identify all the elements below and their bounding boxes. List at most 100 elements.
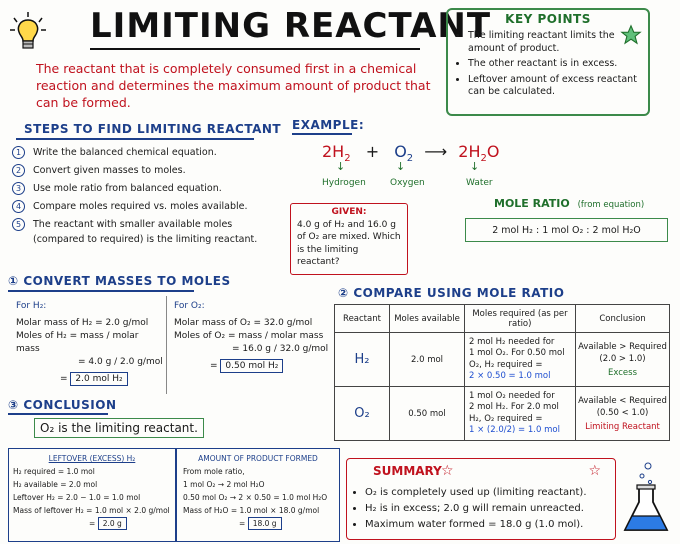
- o2-line: Moles of O₂ = mass / molar mass: [174, 331, 324, 341]
- table-header: Conclusion: [575, 304, 670, 333]
- label-water: Water: [466, 178, 493, 188]
- step-text: The reactant with smaller available mole…: [33, 219, 258, 245]
- leftover-result-row: = 2.0 g: [13, 517, 175, 530]
- convert-divider: [166, 296, 167, 394]
- step-text: Use mole ratio from balanced equation.: [33, 183, 222, 194]
- summary-box: SUMMARY ☆ ☆ O₂ is completely used up (li…: [346, 458, 616, 540]
- o2-label: For O₂:: [174, 301, 205, 311]
- product-line: From mole ratio,: [183, 467, 245, 476]
- mole-ratio-box: 2 mol H₂ : 1 mol O₂ : 2 mol H₂O: [465, 218, 668, 242]
- h2-result: 2.0 mol H₂: [70, 372, 128, 386]
- conclusion-title: ③ CONCLUSION: [8, 398, 117, 412]
- h2-line: Molar mass of H₂ = 2.0 g/mol: [16, 318, 149, 328]
- key-points-box: KEY POINTS The limiting reactant limits …: [446, 8, 650, 116]
- star-icon: ☆: [588, 463, 601, 479]
- key-point: The other reactant is in excess.: [468, 58, 648, 71]
- reaction-arrow: ⟶: [424, 142, 448, 161]
- h2-line: Moles of H₂ = mass / molar mass: [16, 331, 139, 354]
- o2-result: 0.50 mol H₂: [220, 359, 284, 373]
- o2-line: = 16.0 g / 32.0 g/mol: [232, 344, 329, 354]
- product-title: AMOUNT OF PRODUCT FORMED: [198, 454, 318, 463]
- summary-item: H₂ is in excess; 2.0 g will remain unrea…: [365, 501, 620, 517]
- product-line: 1 mol O₂ → 2 mol H₂O: [183, 480, 265, 489]
- step-number: 4: [12, 200, 25, 213]
- convert-title: ① CONVERT MASSES TO MOLES: [8, 274, 231, 288]
- star-icon: [620, 24, 642, 45]
- down-arrow-icon: ↓: [470, 160, 480, 173]
- table-header-row: Reactant Moles available Moles required …: [334, 304, 670, 333]
- summary-item: O₂ is completely used up (limiting react…: [365, 485, 620, 501]
- product-line: 0.50 mol O₂ → 2 × 0.50 = 1.0 mol H₂O: [183, 493, 328, 502]
- down-arrow-icon: ↓: [396, 160, 406, 173]
- conclusion-underline: [8, 413, 108, 415]
- step-item: 5 The reactant with smaller available mol…: [12, 217, 277, 247]
- label-hydrogen: Hydrogen: [322, 178, 366, 188]
- step-text: Compare moles required vs. moles availab…: [33, 201, 248, 212]
- compare-title: ② COMPARE USING MOLE RATIO: [338, 286, 565, 300]
- h2-label: For H₂:: [16, 301, 47, 311]
- h2-line: = 4.0 g / 2.0 g/mol: [78, 357, 163, 367]
- summary-title: SUMMARY: [373, 464, 442, 478]
- star-icon: ☆: [441, 463, 454, 479]
- cell-reactant: H₂: [334, 332, 390, 387]
- plus-sign: +: [365, 142, 380, 161]
- example-title: EXAMPLE:: [292, 118, 365, 132]
- cell-reactant: O₂: [334, 386, 390, 441]
- summary-item: Maximum water formed = 18.0 g (1.0 mol).: [365, 517, 620, 533]
- given-title: GIVEN:: [331, 207, 367, 217]
- leftover-line: H₂ available = 2.0 mol: [13, 480, 98, 489]
- o2-line: Molar mass of O₂ = 32.0 g/mol: [174, 318, 313, 328]
- key-points-title: KEY POINTS: [505, 12, 591, 26]
- cell-available: 0.50 mol: [389, 386, 465, 441]
- product-result: 18.0 g: [247, 517, 282, 530]
- step-text: Write the balanced chemical equation.: [33, 147, 217, 158]
- step-number: 2: [12, 164, 25, 177]
- product-box: AMOUNT OF PRODUCT FORMED From mole ratio…: [176, 448, 340, 542]
- step-item: 4 Compare moles required vs. moles availa…: [12, 199, 277, 214]
- convert-o2-panel: For O₂: Molar mass of O₂ = 32.0 g/mol Mo…: [174, 300, 334, 373]
- flask-icon: [623, 462, 669, 531]
- given-text: 4.0 g of H₂ and 16.0 g of O₂ are mixed. …: [297, 219, 401, 268]
- example-underline: [292, 133, 352, 135]
- steps-list: 1 Write the balanced chemical equation. 2…: [12, 145, 277, 250]
- h2-result-row: = 2.0 mol H₂: [16, 372, 164, 386]
- page-title: LIMITING REACTANT: [90, 6, 492, 46]
- lightbulb-icon: [10, 12, 46, 49]
- label-oxygen: Oxygen: [390, 178, 425, 188]
- step-number: 3: [12, 182, 25, 195]
- mole-ratio-title: MOLE RATIO (from equation): [494, 197, 645, 210]
- key-points-list: The limiting reactant limits the amount …: [450, 30, 648, 102]
- leftover-line: Leftover H₂ = 2.0 − 1.0 = 1.0 mol: [13, 493, 141, 502]
- product-line: Mass of H₂O = 1.0 mol × 18.0 g/mol: [183, 506, 320, 515]
- step-item: 3 Use mole ratio from balanced equation.: [12, 181, 277, 196]
- reactant-o2: O2: [394, 142, 414, 165]
- table-header: Reactant: [334, 304, 390, 333]
- steps-underline: [16, 138, 254, 140]
- leftover-line: H₂ required = 1.0 mol: [13, 467, 95, 476]
- conclusion-box: O₂ is the limiting reactant.: [34, 418, 204, 438]
- steps-title: STEPS TO FIND LIMITING REACTANT: [24, 122, 282, 136]
- table-header: Moles required (as per ratio): [464, 304, 576, 333]
- step-number: 1: [12, 146, 25, 159]
- step-item: 1 Write the balanced chemical equation.: [12, 145, 277, 160]
- compare-table: Reactant Moles available Moles required …: [334, 304, 670, 441]
- product-h2o: 2H2O: [458, 142, 500, 165]
- cell-available: 2.0 mol: [389, 332, 465, 387]
- title-underline: [90, 48, 420, 50]
- step-number: 5: [12, 218, 25, 231]
- convert-underline: [8, 290, 194, 292]
- equation: 2H2 + O2 ⟶ 2H2O: [322, 142, 499, 164]
- key-point: The limiting reactant limits the amount …: [468, 30, 648, 55]
- product-result-row: = 18.0 g: [183, 517, 339, 530]
- down-arrow-icon: ↓: [336, 160, 346, 173]
- given-box: GIVEN: 4.0 g of H₂ and 16.0 g of O₂ are …: [290, 203, 408, 275]
- cell-conclusion: Available > Required(2.0 > 1.0)Excess: [575, 332, 670, 387]
- convert-h2-panel: For H₂: Molar mass of H₂ = 2.0 g/mol Mol…: [16, 300, 164, 386]
- table-header: Moles available: [389, 304, 465, 333]
